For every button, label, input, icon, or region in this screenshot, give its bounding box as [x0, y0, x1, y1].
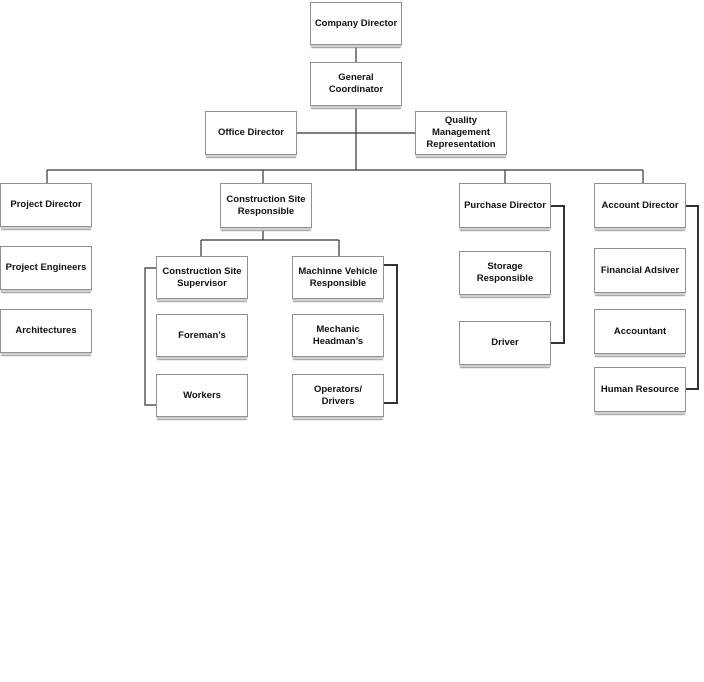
box-storage-responsible: Storage Responsible	[459, 251, 551, 295]
box-office-director: Office Director	[205, 111, 297, 155]
box-foremans: Foreman’s	[156, 314, 248, 357]
bracket-machine-vehicle	[384, 264, 398, 404]
box-account-director: Account Director	[594, 183, 686, 228]
box-construction-site-supervisor: Construction Site Supervisor	[156, 256, 248, 299]
box-driver: Driver	[459, 321, 551, 365]
box-architectures: Architectures	[0, 309, 92, 353]
bracket-purchase	[550, 205, 565, 344]
box-project-director: Project Director	[0, 183, 92, 227]
box-machine-vehicle-responsible: Machinne Vehicle Responsible	[292, 256, 384, 299]
box-operators-drivers: Operators/ Drivers	[292, 374, 384, 417]
box-human-resource: Human Resource	[594, 367, 686, 412]
box-project-engineers: Project Engineers	[0, 246, 92, 290]
box-accountant: Accountant	[594, 309, 686, 354]
box-construction-site-responsible: Construction Site Responsible	[220, 183, 312, 228]
box-company-director: Company Director	[310, 2, 402, 45]
box-general-coordinator: General Coordinator	[310, 62, 402, 106]
bracket-account	[685, 205, 699, 390]
box-quality-management: Quality Management Representation	[415, 111, 507, 155]
box-mechanic-headmans: Mechanic Headman’s	[292, 314, 384, 357]
box-workers: Workers	[156, 374, 248, 417]
box-purchase-director: Purchase Director	[459, 183, 551, 228]
bracket-supervisor	[144, 267, 156, 406]
box-financial-adviser: Financial Adsiver	[594, 248, 686, 293]
